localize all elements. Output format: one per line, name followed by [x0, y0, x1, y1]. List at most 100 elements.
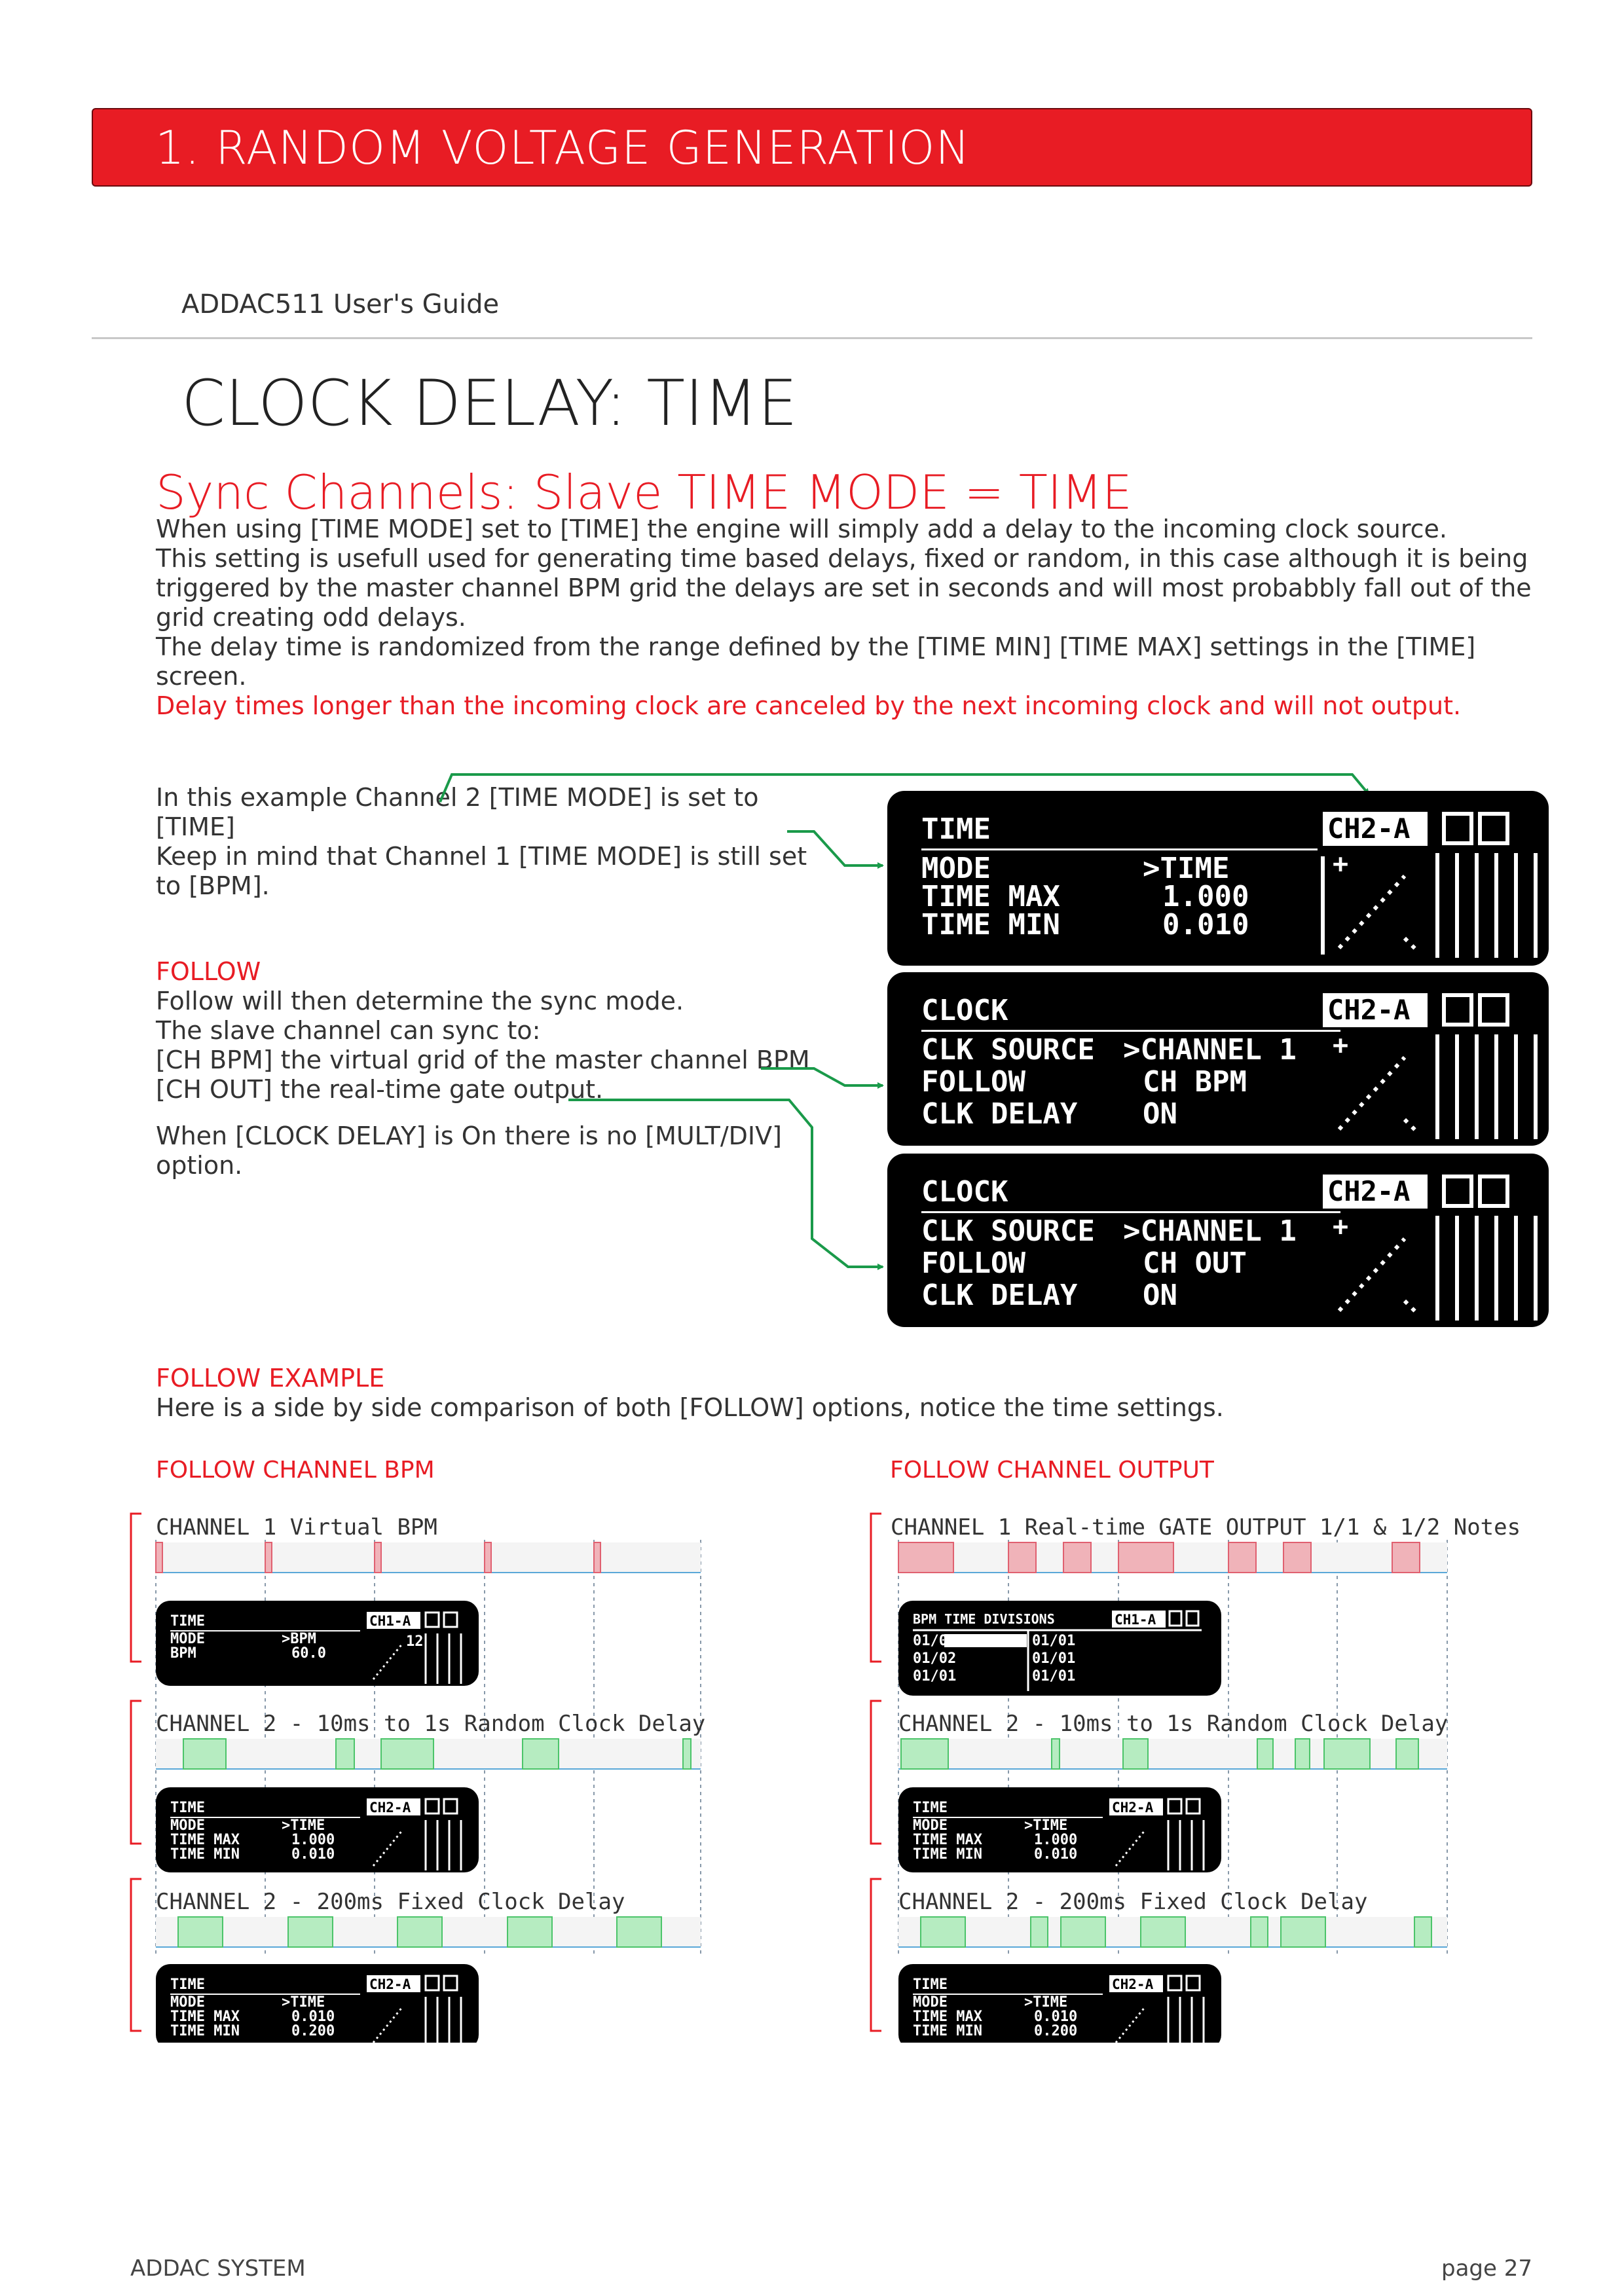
screen-row-1-key: CLK SOURCE: [921, 1214, 1095, 1248]
mini-screen-ch2-fixed: TIME MODE >TIME TIME MAX 0.010 TIME MIN …: [156, 1964, 479, 2043]
svg-text:>BPM: >BPM: [282, 1631, 316, 1647]
svg-text:0.200: 0.200: [291, 2023, 335, 2039]
example-line-2: Keep in mind that Channel 1 [TIME MODE] …: [156, 842, 807, 900]
svg-text:+: +: [1333, 849, 1348, 879]
svg-text:0.200: 0.200: [1034, 2023, 1077, 2039]
follow-line-1: Follow will then determine the sync mode…: [156, 987, 684, 1015]
guide-label: ADDAC511 User's Guide: [181, 289, 500, 319]
svg-text:>TIME: >TIME: [1024, 1994, 1067, 2011]
screen-row-2-value: CH BPM: [1143, 1065, 1247, 1099]
mini-screen-ch2-random: TIME MODE >TIME TIME MAX 1.000 TIME MIN …: [898, 1787, 1221, 1872]
svg-text:TIME: TIME: [170, 1977, 205, 1993]
screen-row-3-value: 0.010: [1162, 908, 1249, 941]
svg-text:01/01: 01/01: [1032, 1668, 1075, 1685]
screen-title: CLOCK: [921, 1175, 1008, 1209]
channel-1-label: CHANNEL 1 Real-time GATE OUTPUT 1/1 & 1/…: [891, 1514, 1519, 1540]
channel-1-label: CHANNEL 1 Virtual BPM: [156, 1514, 437, 1540]
screen-title: CLOCK: [921, 994, 1008, 1027]
svg-text:CH2-A: CH2-A: [369, 1977, 411, 1992]
right-column-heading: FOLLOW CHANNEL OUTPUT: [890, 1457, 1214, 1484]
svg-text:MODE: MODE: [170, 1817, 205, 1834]
svg-text:TIME MIN: TIME MIN: [913, 1846, 982, 1863]
svg-text:1.000: 1.000: [291, 1832, 335, 1848]
page-title: CLOCK DELAY: TIME: [181, 367, 798, 440]
screen-row-3-key: CLK DELAY: [921, 1097, 1078, 1131]
screen-row-1-value: >TIME: [1143, 852, 1229, 885]
svg-text:+: +: [1333, 1030, 1348, 1061]
svg-text:BPM TIME DIVISIONS: BPM TIME DIVISIONS: [913, 1611, 1055, 1627]
section-subtitle: Sync Channels: Slave TIME MODE = TIME: [156, 465, 1132, 520]
svg-text:>TIME: >TIME: [282, 1817, 325, 1834]
svg-text:MODE: MODE: [170, 1994, 205, 2011]
channel-2-fixed-label: CHANNEL 2 - 200ms Fixed Clock Delay: [898, 1889, 1367, 1915]
arrow-mode-to-time-screen: [787, 830, 884, 869]
svg-text:MODE: MODE: [913, 1817, 948, 1834]
follow-line-3: [CH BPM] the virtual grid of the master …: [156, 1046, 810, 1074]
follow-line-4: [CH OUT] the real-time gate output.: [156, 1075, 604, 1104]
svg-text:TIME: TIME: [913, 1800, 948, 1816]
svg-text:60.0: 60.0: [291, 1645, 326, 1662]
screen-row-3-value: ON: [1143, 1097, 1177, 1131]
svg-text:CH2-A: CH2-A: [369, 1800, 411, 1815]
screen-row-1-value: >CHANNEL 1: [1123, 1033, 1297, 1066]
svg-text:TIME MIN: TIME MIN: [170, 2023, 240, 2039]
svg-text:TIME: TIME: [170, 1613, 205, 1630]
arrow-chout-to-follow: [568, 1099, 884, 1270]
svg-text:0.010: 0.010: [1034, 1846, 1077, 1863]
svg-text:>TIME: >TIME: [1024, 1817, 1067, 1834]
left-column-heading: FOLLOW CHANNEL BPM: [156, 1457, 435, 1484]
svg-text:12: 12: [406, 1633, 424, 1650]
mini-screen-ch2-fixed: TIME MODE >TIME TIME MAX 0.010 TIME MIN …: [898, 1964, 1221, 2043]
footer-page-number: page 27: [1441, 2255, 1532, 2282]
footer-company: ADDAC SYSTEM: [130, 2255, 306, 2282]
svg-text:>TIME: >TIME: [282, 1994, 325, 2011]
oled-screen-clock-out: CLOCK CLK SOURCE >CHANNEL 1 FOLLOW CH OU…: [887, 1154, 1549, 1327]
screen-row-1-key: CLK SOURCE: [921, 1033, 1095, 1066]
screen-title: TIME: [921, 812, 991, 846]
screen-row-2-key: FOLLOW: [921, 1065, 1025, 1099]
intro-paragraph-1: When using [TIME MODE] set to [TIME] the…: [156, 515, 1447, 543]
arrow-channel2-to-badge: [439, 773, 1370, 803]
mini-screen-ch1-divisions: BPM TIME DIVISIONS CH1-A 01/01 01/01 01/…: [898, 1601, 1221, 1696]
screen-badge: CH2-A: [1327, 812, 1410, 845]
screen-row-2-value: 1.000: [1162, 880, 1249, 913]
arrow-chbpm-to-follow: [761, 1067, 884, 1089]
mini-screen-ch1-bpm: TIME MODE >BPM BPM 60.0 12 CH1-A: [156, 1601, 479, 1686]
svg-text:TIME MAX: TIME MAX: [913, 2009, 982, 2025]
follow-line-5: When [CLOCK DELAY] is On there is no [MU…: [156, 1121, 782, 1180]
follow-line-2: The slave channel can sync to:: [156, 1016, 541, 1045]
oled-screen-time: TIME MODE >TIME TIME MAX 1.000 TIME MIN …: [887, 791, 1549, 966]
svg-text:TIME MAX: TIME MAX: [913, 1832, 982, 1848]
svg-text:CH2-A: CH2-A: [1112, 1977, 1154, 1992]
screen-row-3-key: CLK DELAY: [921, 1279, 1078, 1312]
intro-paragraph-3: The delay time is randomized from the ra…: [156, 632, 1476, 691]
svg-text:1.000: 1.000: [1034, 1832, 1077, 1848]
svg-text:TIME MIN: TIME MIN: [913, 2023, 982, 2039]
intro-text: When using [TIME MODE] set to [TIME] the…: [156, 515, 1538, 721]
section-banner: 1. RANDOM VOLTAGE GENERATION: [92, 108, 1532, 187]
svg-text:MODE: MODE: [170, 1631, 205, 1647]
screen-badge: CH2-A: [1327, 1175, 1410, 1207]
svg-text:01/02: 01/02: [913, 1650, 956, 1667]
screen-row-3-key: TIME MIN: [921, 908, 1060, 941]
svg-text:CH1-A: CH1-A: [369, 1613, 411, 1629]
screen-row-2-value: CH OUT: [1143, 1247, 1247, 1280]
follow-description: FOLLOW Follow will then determine the sy…: [156, 957, 843, 1180]
follow-example-heading: FOLLOW EXAMPLE: [156, 1364, 385, 1393]
mini-screen-ch2-random: TIME MODE >TIME TIME MAX 1.000 TIME MIN …: [156, 1787, 479, 1872]
svg-text:TIME: TIME: [913, 1977, 948, 1993]
example-line-1: In this example Channel 2 [TIME MODE] is…: [156, 783, 759, 841]
svg-text:+: +: [1333, 1212, 1348, 1242]
screen-badge: CH2-A: [1327, 994, 1410, 1026]
timing-diagram-channel-output: CHANNEL 1 Real-time GATE OUTPUT 1/1 & 1/…: [870, 1512, 1519, 2043]
follow-heading: FOLLOW: [156, 957, 261, 986]
intro-paragraph-2: This setting is usefull used for generat…: [156, 544, 1532, 632]
screen-row-3-value: ON: [1143, 1279, 1177, 1312]
svg-text:CH2-A: CH2-A: [1112, 1800, 1154, 1815]
svg-text:TIME MIN: TIME MIN: [170, 1846, 240, 1863]
header-divider: [92, 337, 1532, 339]
svg-text:TIME MAX: TIME MAX: [170, 1832, 240, 1848]
svg-text:0.010: 0.010: [1034, 2009, 1077, 2025]
svg-text:MODE: MODE: [913, 1994, 948, 2011]
